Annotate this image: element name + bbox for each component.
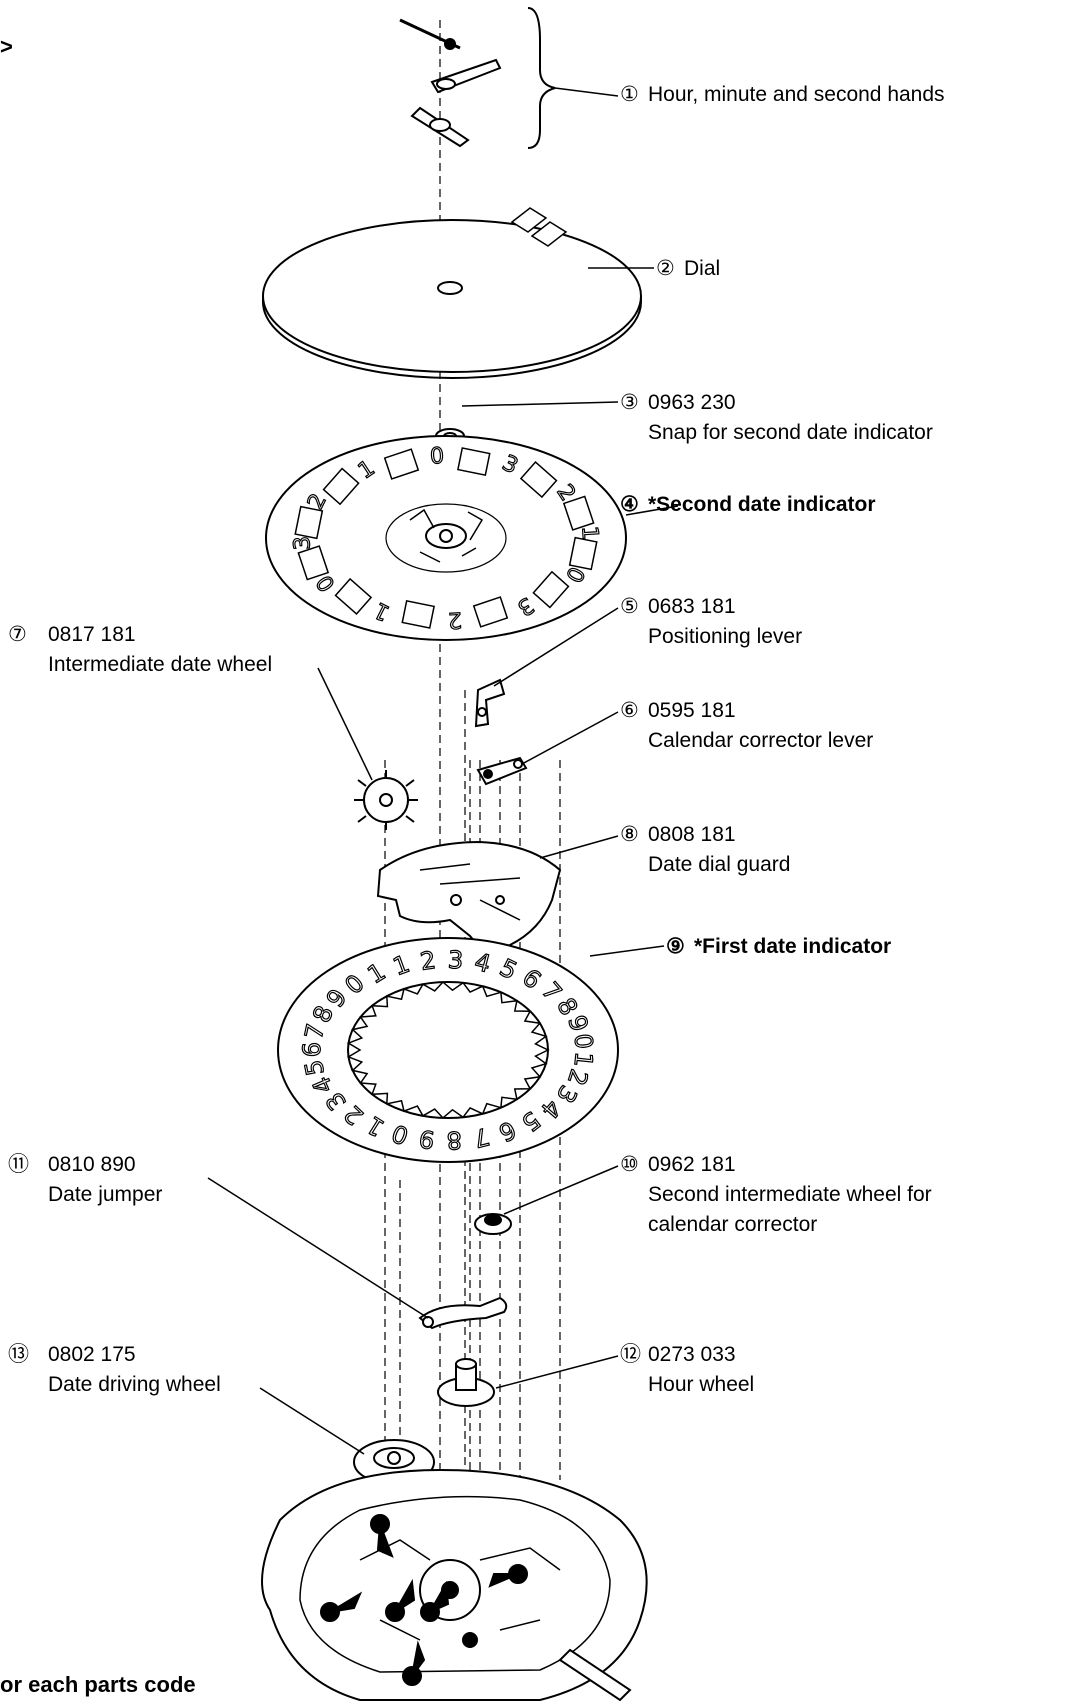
second-date-indicator-windows bbox=[294, 447, 598, 629]
sdi-window bbox=[472, 596, 509, 628]
calendar-corrector-lever-part bbox=[476, 756, 528, 786]
label-date-dial-guard-name: Date dial guard bbox=[648, 853, 791, 876]
fdi-digit: 9 bbox=[417, 1124, 436, 1154]
label-hour-wheel-code: 0273 033 bbox=[648, 1343, 736, 1366]
second-date-indicator-part bbox=[265, 435, 627, 641]
label-date-jumper-code: 0810 890 bbox=[48, 1153, 136, 1176]
dial-part bbox=[262, 207, 642, 379]
fdi-digit: 7 bbox=[471, 1122, 493, 1153]
fdi-digit: 5 bbox=[299, 1057, 329, 1077]
fdi-digit: 1 bbox=[569, 1050, 598, 1068]
label-hour-wheel: ⑫ 0273 033 Hour wheel bbox=[620, 1340, 754, 1400]
label-positioning-lever-code: 0683 181 bbox=[648, 595, 736, 618]
marker-9: ⑨ bbox=[666, 935, 685, 958]
marker-10: ⑩ bbox=[620, 1153, 639, 1176]
fdi-digit: 6 bbox=[298, 1042, 326, 1057]
sdi-digit: 3 bbox=[290, 535, 316, 551]
marker-12: ⑫ bbox=[620, 1343, 641, 1366]
leader-lines bbox=[207, 87, 679, 1455]
label-snap-code: 0963 230 bbox=[648, 391, 736, 414]
label-second-intermediate-wheel-name: Second intermediate wheel for bbox=[648, 1183, 932, 1206]
sdi-window bbox=[532, 570, 570, 609]
label-date-dial-guard-code: 0808 181 bbox=[648, 823, 736, 846]
sdi-window bbox=[562, 495, 595, 531]
sdi-window bbox=[457, 447, 491, 477]
label-date-driving-wheel: ⑬ 0802 175 Date driving wheel bbox=[8, 1340, 221, 1400]
fdi-digit: 4 bbox=[472, 947, 494, 978]
sdi-digit: 0 bbox=[429, 444, 445, 470]
sdi-digit: 1 bbox=[576, 525, 602, 541]
marker-6: ⑥ bbox=[620, 699, 639, 722]
label-positioning-lever-name: Positioning lever bbox=[648, 625, 803, 648]
label-hands: ① Hour, minute and second hands bbox=[620, 80, 945, 110]
second-intermediate-wheel-part bbox=[474, 1213, 512, 1235]
sdi-window bbox=[568, 536, 598, 571]
fdi-digit: 0 bbox=[569, 1032, 598, 1050]
intermediate-date-wheel-part bbox=[354, 770, 418, 830]
marker-3: ③ bbox=[620, 391, 639, 414]
label-date-driving-wheel-code: 0802 175 bbox=[48, 1343, 136, 1366]
label-second-intermediate-wheel-code: 0962 181 bbox=[648, 1153, 736, 1176]
sdi-window bbox=[519, 460, 558, 499]
label-snap-name: Snap for second date indicator bbox=[648, 421, 933, 444]
label-second-date-indicator: ④ *Second date indicator bbox=[620, 490, 876, 520]
label-snap: ③ 0963 230 Snap for second date indicator bbox=[620, 388, 933, 448]
hands-part bbox=[399, 18, 502, 148]
marker-11: ⑪ bbox=[8, 1153, 29, 1176]
marker-5: ⑤ bbox=[620, 595, 639, 618]
sdi-window bbox=[294, 505, 324, 540]
fdi-digit: 2 bbox=[418, 946, 437, 976]
hands-bracket bbox=[527, 7, 556, 149]
sdi-window bbox=[322, 467, 360, 506]
label-hands-name: Hour, minute and second hands bbox=[648, 83, 945, 106]
fdi-teeth-path bbox=[346, 981, 550, 1119]
sdi-window bbox=[334, 577, 373, 616]
date-jumper-part bbox=[418, 1296, 508, 1330]
marker-7: ⑦ bbox=[8, 623, 27, 646]
label-first-date-indicator-name: *First date indicator bbox=[694, 935, 892, 958]
fdi-digit: 8 bbox=[446, 1126, 463, 1155]
label-calendar-corrector-lever-code: 0595 181 bbox=[648, 699, 736, 722]
label-calendar-corrector-lever-name: Calendar corrector lever bbox=[648, 729, 874, 752]
hour-wheel-part bbox=[437, 1358, 495, 1407]
label-dial-name: Dial bbox=[684, 257, 721, 280]
date-dial-guard-part bbox=[376, 840, 562, 962]
footer-note: or each parts code bbox=[0, 1672, 196, 1697]
label-calendar-corrector-lever: ⑥ 0595 181 Calendar corrector lever bbox=[620, 696, 873, 756]
label-positioning-lever: ⑤ 0683 181 Positioning lever bbox=[620, 592, 802, 652]
label-intermediate-date-wheel-code: 0817 181 bbox=[48, 623, 136, 646]
corner-mark: > bbox=[0, 34, 13, 59]
fdi-digit: 7 bbox=[300, 1021, 331, 1042]
base-arrows bbox=[320, 1514, 528, 1686]
label-dial: ② Dial bbox=[656, 254, 720, 284]
positioning-lever-part bbox=[474, 678, 506, 728]
fdi-digit: 3 bbox=[447, 946, 464, 975]
marker-4: ④ bbox=[620, 493, 639, 516]
marker-1: ① bbox=[620, 83, 639, 106]
label-date-dial-guard: ⑧ 0808 181 Date dial guard bbox=[620, 820, 790, 880]
label-hour-wheel-name: Hour wheel bbox=[648, 1373, 755, 1396]
sdi-window bbox=[297, 545, 330, 581]
label-date-driving-wheel-name: Date driving wheel bbox=[48, 1373, 221, 1396]
label-first-date-indicator: ⑨ *First date indicator bbox=[666, 932, 891, 962]
sdi-window bbox=[401, 599, 435, 629]
label-intermediate-date-wheel: ⑦ 0817 181 Intermediate date wheel bbox=[8, 620, 272, 680]
label-second-date-indicator-name: *Second date indicator bbox=[648, 493, 876, 516]
marker-8: ⑧ bbox=[620, 823, 639, 846]
label-date-jumper-name: Date jumper bbox=[48, 1183, 163, 1206]
sdi-window bbox=[383, 448, 420, 480]
marker-2: ② bbox=[656, 257, 675, 280]
first-date-indicator-teeth bbox=[346, 981, 550, 1119]
sdi-digit: 2 bbox=[447, 606, 463, 632]
movement-base-part bbox=[261, 1468, 648, 1702]
label-second-intermediate-wheel-name2: calendar corrector bbox=[648, 1213, 818, 1236]
label-intermediate-date-wheel-name: Intermediate date wheel bbox=[48, 653, 273, 676]
marker-13: ⑬ bbox=[8, 1343, 29, 1366]
label-date-jumper: ⑪ 0810 890 Date jumper bbox=[8, 1150, 162, 1210]
